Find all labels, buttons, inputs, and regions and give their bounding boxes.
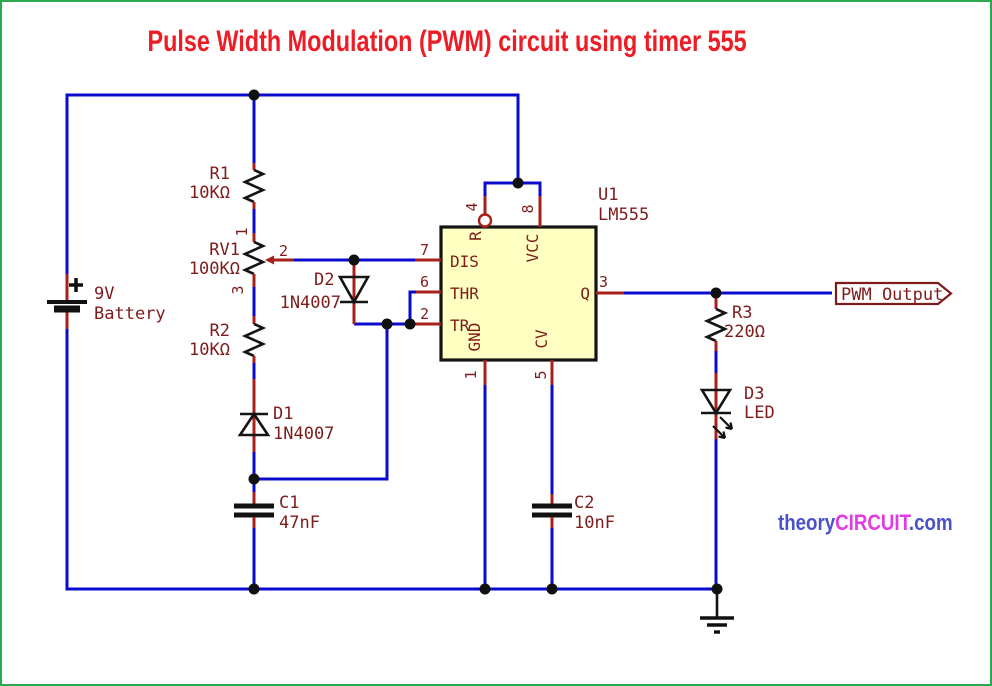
- logo-circuit: CIRCUIT: [835, 510, 909, 535]
- net-flag-outline: [834, 281, 953, 306]
- d1-ref: D1: [273, 404, 293, 424]
- rv1-pin-num-1: 1: [233, 227, 251, 236]
- c1-value: 47nF: [279, 513, 320, 533]
- r1-body: [241, 168, 267, 204]
- ic-pin-num-6: 6: [420, 273, 429, 291]
- rv1-ref: RV1: [209, 240, 240, 260]
- r2-body: [241, 322, 267, 358]
- u1-ref: U1: [598, 185, 618, 205]
- c2-ref: C2: [574, 493, 594, 513]
- d3-value: LED: [744, 403, 775, 423]
- ic-pin-name-cv: CV: [532, 329, 551, 349]
- ic-pin-name-q: Q: [580, 284, 590, 303]
- u1-value: LM555: [598, 205, 649, 225]
- r3-value: 220Ω: [724, 322, 765, 342]
- junction-dot: [512, 177, 524, 189]
- diode-d2: [337, 260, 371, 324]
- logo-theory: theory: [778, 510, 836, 535]
- r3-body: [703, 307, 729, 343]
- ic-pin-name-thr: THR: [450, 284, 479, 303]
- diode-d1: [237, 379, 271, 452]
- rv1-pin-num-3: 3: [229, 285, 247, 294]
- watermark-logo-text: theoryCIRCUIT.com: [778, 510, 953, 536]
- d3-emission-arrow-1: [719, 416, 734, 431]
- page-title: Pulse Width Modulation (PWM) circuit usi…: [2, 26, 892, 58]
- ic-pin-num-3: 3: [599, 273, 608, 291]
- d1-value: 1N4007: [273, 424, 334, 444]
- junction-dot: [381, 318, 393, 330]
- c1-ref: C1: [279, 493, 299, 513]
- r3-ref: R3: [732, 303, 752, 323]
- resistor-r3: [703, 293, 729, 351]
- wire-thr-elbow: [408, 290, 416, 324]
- ic-pin-num-7: 7: [420, 241, 429, 259]
- ic-pin-name-r: R: [466, 231, 485, 241]
- ic-pin-name-dis: DIS: [450, 252, 479, 271]
- r1-ref: R1: [210, 164, 230, 184]
- junction-dot: [248, 89, 260, 101]
- wire-bottom-rail: [65, 329, 717, 591]
- d2-ref: D2: [314, 270, 334, 290]
- ic-pin-4-inversion-bubble: [477, 213, 493, 228]
- junction-dot: [248, 473, 260, 485]
- led-d3: [699, 373, 734, 440]
- d3-ref: D3: [744, 384, 764, 404]
- wire-top-rail: [65, 93, 520, 274]
- d1-triangle: [237, 411, 271, 437]
- battery-symbol: [47, 274, 87, 329]
- junction-dots: [248, 89, 723, 595]
- c2-value: 10nF: [574, 513, 615, 533]
- junction-dot: [710, 287, 722, 299]
- junction-dot: [546, 583, 558, 595]
- capacitor-c2: [532, 494, 572, 528]
- wire-feedback: [254, 324, 389, 481]
- resistor-r2: [241, 316, 267, 363]
- logo-com: .com: [908, 510, 953, 535]
- ic-pin-name-tr: TR: [450, 316, 470, 335]
- ic-pin-num-1: 1: [462, 370, 480, 379]
- capacitor-c1: [234, 492, 274, 528]
- ic-pin-name-vcc: VCC: [523, 234, 542, 263]
- d3-emission-arrow-2: [712, 425, 727, 440]
- d2-value: 1N4007: [280, 293, 341, 313]
- battery-name: Battery: [94, 304, 166, 324]
- net-flag-text: PWM_Output: [841, 285, 943, 305]
- rv1-pin-num-2: 2: [279, 242, 288, 260]
- r1-value: 10KΩ: [189, 183, 230, 203]
- junction-dot: [404, 318, 416, 330]
- rv1-value: 100KΩ: [189, 259, 240, 279]
- ground-symbol: [700, 589, 734, 634]
- d2-triangle: [337, 275, 371, 305]
- watermark-logo: theoryCIRCUIT.com: [778, 510, 983, 536]
- ic-u1-lm555: DIS THR TR Q R VCC GND CV 7 6 2 3 4 8 1 …: [415, 196, 624, 385]
- resistor-r1: [241, 163, 267, 209]
- net-flag-pwm-output: PWM_Output: [834, 281, 953, 306]
- ic-pin-num-4: 4: [463, 202, 481, 211]
- junction-dot: [348, 254, 360, 266]
- ic-pin-name-gnd: GND: [465, 323, 484, 352]
- page-title-text: Pulse Width Modulation (PWM) circuit usi…: [147, 25, 747, 58]
- ic-body: [439, 225, 598, 362]
- junction-dot: [711, 583, 723, 595]
- r2-ref: R2: [210, 321, 230, 341]
- rv1-wiper-arrow: [265, 255, 274, 265]
- junction-dot: [248, 583, 260, 595]
- labels: 9V Battery R1 10KΩ RV1 100KΩ 1 2 3 R2 10…: [94, 164, 775, 533]
- battery-value: 9V: [94, 284, 114, 304]
- ic-pin-num-2: 2: [420, 305, 429, 323]
- wire-vcc-link: [483, 181, 542, 196]
- r2-value: 10KΩ: [189, 340, 230, 360]
- rv1-body: [241, 240, 267, 276]
- ic-pin-num-5: 5: [532, 370, 550, 379]
- d3-triangle: [699, 388, 733, 416]
- potentiometer-rv1: [241, 233, 294, 287]
- ic-pin-num-8: 8: [519, 204, 537, 213]
- junction-dot: [479, 583, 491, 595]
